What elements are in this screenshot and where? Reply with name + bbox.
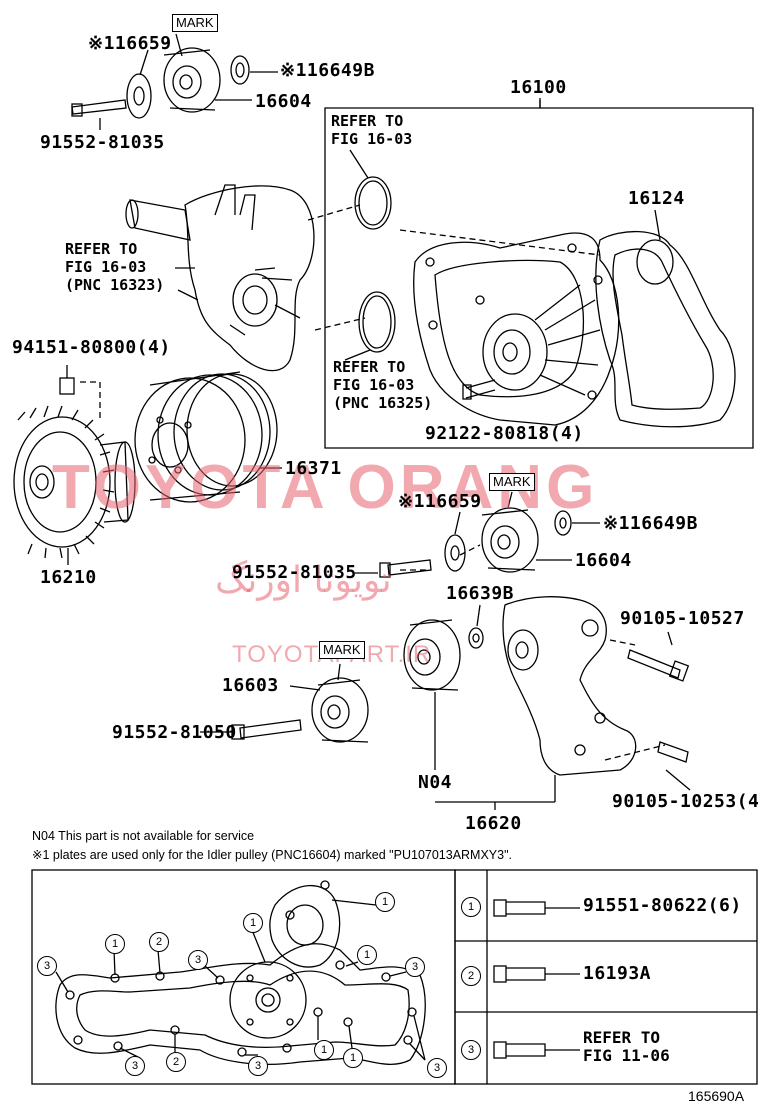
part-label-16124: 16124 (628, 188, 685, 209)
water-pump-body (413, 232, 620, 426)
refer-fig-16-03-oring: REFER TO FIG 16-03 (331, 112, 413, 148)
part-label-16210: 16210 (40, 567, 97, 588)
part-label-16100: 16100 (510, 77, 567, 98)
legend-num-1: 1 (461, 897, 481, 917)
legend-bolts (493, 899, 580, 1059)
legend-box (454, 869, 758, 1085)
fan-clutch-16210 (13, 405, 136, 565)
bolt-94151 (59, 365, 75, 395)
mark-label-top: MARK (172, 14, 218, 32)
callout-1: 1 (314, 1040, 334, 1060)
tensioner-bracket (435, 596, 691, 810)
callout-1: 1 (105, 934, 125, 954)
callout-1: 1 (375, 892, 395, 912)
part-label-16639b: 16639B (446, 583, 515, 604)
legend-part-3: REFER TO FIG 11-06 (583, 1028, 670, 1065)
part-label-16649b-mid: ※116649B (603, 513, 698, 534)
part-label-16620: 16620 (465, 813, 522, 834)
part-label-n04: N04 (418, 772, 453, 793)
note-plates: ※1 plates are used only for the Idler pu… (32, 848, 513, 862)
refer-fig-16-03-pnc16325: REFER TO FIG 16-03 (PNC 16325) (333, 358, 433, 412)
legend-part-1: 91551-80622(6) (583, 895, 742, 916)
callout-3: 3 (248, 1056, 268, 1076)
callout-2: 2 (166, 1052, 186, 1072)
part-label-16371: 16371 (285, 458, 342, 479)
callout-3: 3 (405, 957, 425, 977)
washer-16639b (468, 627, 484, 649)
part-label-91552-81050: 91552-81050 (112, 722, 237, 743)
legend-num-2: 2 (461, 966, 481, 986)
idler-pulley-16603 (200, 663, 369, 743)
part-label-16604-mid: 16604 (575, 550, 632, 571)
legend-num-3: 3 (461, 1040, 481, 1060)
part-label-16603: 16603 (222, 675, 279, 696)
callout-3: 3 (37, 956, 57, 976)
mark-label-16603: MARK (319, 641, 365, 659)
legend-part-2: 16193A (583, 963, 652, 984)
o-ring-lower (358, 291, 396, 353)
gasket-16124 (595, 209, 736, 428)
part-label-92122: 92122-80818(4) (425, 423, 584, 444)
part-label-94151: 94151-80800(4) (12, 337, 171, 358)
callout-3: 3 (125, 1056, 145, 1076)
part-label-91552-81035-top: 91552-81035 (40, 132, 165, 153)
part-label-16604-top: 16604 (255, 91, 312, 112)
part-label-16659-mid: ※116659 (398, 491, 482, 512)
part-label-16659-top: ※116659 (88, 33, 172, 54)
catalog-number: 165690A (688, 1088, 745, 1104)
callout-3: 3 (188, 950, 208, 970)
idler-pulley-n04 (403, 619, 461, 770)
refer-fig-16-03-pnc16323: REFER TO FIG 16-03 (PNC 16323) (65, 240, 165, 294)
middle-idler-pulley-group (355, 491, 600, 578)
callout-1: 1 (357, 945, 377, 965)
callout-2: 2 (149, 932, 169, 952)
part-label-90105-10253: 90105-10253(4) (612, 791, 760, 812)
mark-label-middle: MARK (489, 473, 535, 491)
part-label-90105-10527: 90105-10527 (620, 608, 745, 629)
callout-1: 1 (243, 913, 263, 933)
water-inlet-housing (125, 184, 315, 372)
top-idler-pulley-group (71, 33, 278, 130)
part-label-16649b-top: ※116649B (280, 60, 375, 81)
bottom-pump-outline (55, 880, 426, 1066)
note-n04: N04 This part is not available for servi… (32, 829, 255, 843)
o-ring-upper (354, 176, 392, 230)
fan-pulley-16371 (134, 371, 282, 503)
callout-leaders (55, 899, 426, 1061)
part-label-91552-81035-mid: 91552-81035 (232, 562, 357, 583)
callout-1: 1 (343, 1048, 363, 1068)
callout-3: 3 (427, 1058, 447, 1078)
dashed-leaders (80, 204, 666, 761)
